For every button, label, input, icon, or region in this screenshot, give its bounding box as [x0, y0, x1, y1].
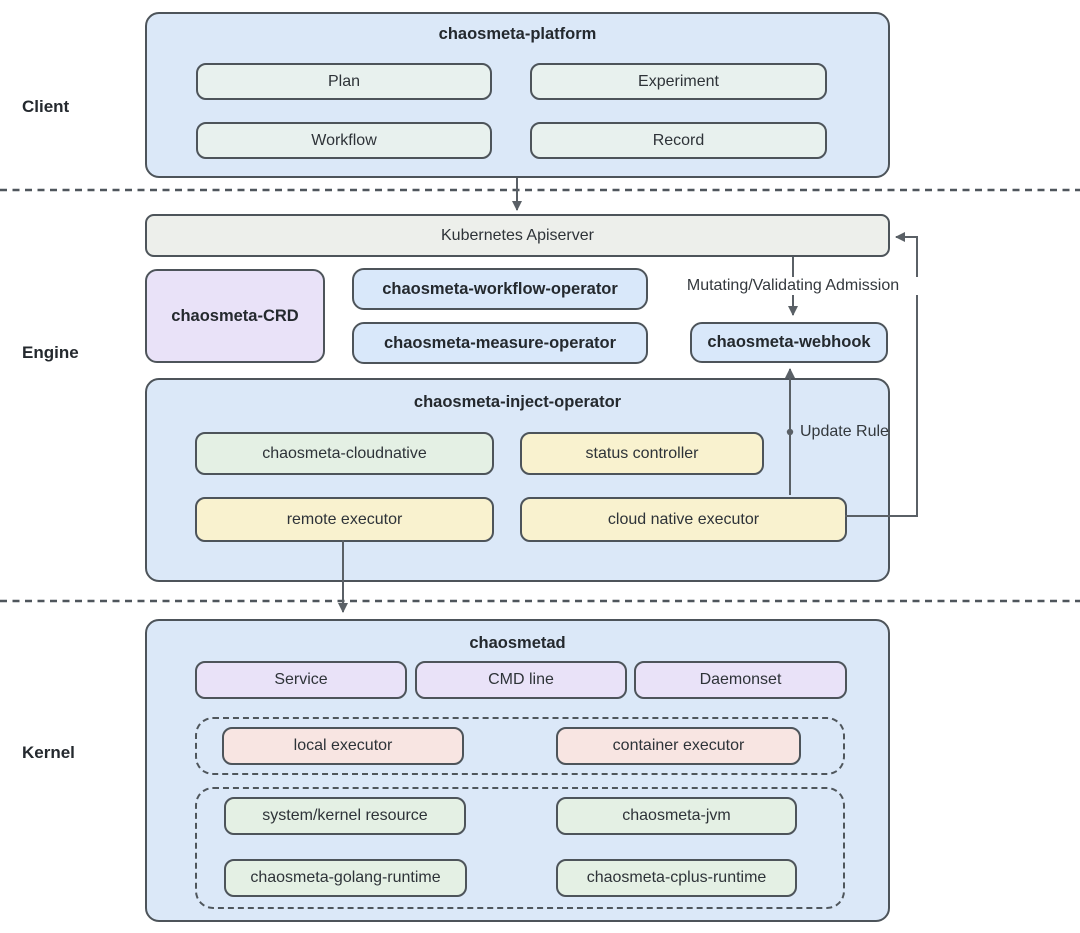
node-chaosmeta-crd: chaosmeta-CRD: [145, 269, 325, 363]
node-cmd-line: CMD line: [415, 661, 627, 699]
node-kubernetes-apiserver: Kubernetes Apiserver: [145, 214, 890, 257]
annotation-update-rule: Update Rule: [800, 423, 889, 440]
chaosmetad-container: chaosmetad Service CMD line Daemonset lo…: [145, 619, 890, 922]
node-container-executor: container executor: [556, 727, 801, 765]
executor-group: local executor container executor: [195, 717, 845, 775]
node-workflow-operator: chaosmeta-workflow-operator: [352, 268, 648, 310]
node-plan: Plan: [196, 63, 492, 100]
node-cplus-runtime: chaosmeta-cplus-runtime: [556, 859, 797, 897]
node-system-kernel-resource: system/kernel resource: [224, 797, 466, 835]
node-status-controller: status controller: [520, 432, 764, 475]
node-cloud-native-executor: cloud native executor: [520, 497, 847, 542]
layer-label-kernel: Kernel: [22, 743, 75, 762]
layer-label-engine: Engine: [22, 343, 79, 362]
annotation-admission: Mutating/Validating Admission: [663, 277, 923, 295]
node-golang-runtime: chaosmeta-golang-runtime: [224, 859, 467, 897]
platform-container: chaosmeta-platform Plan Experiment Workf…: [145, 12, 890, 178]
node-remote-executor: remote executor: [195, 497, 494, 542]
node-service: Service: [195, 661, 407, 699]
layer-label-client: Client: [22, 97, 70, 116]
chaosmetad-title: chaosmetad: [469, 634, 566, 652]
node-record: Record: [530, 122, 827, 159]
node-cloudnative: chaosmeta-cloudnative: [195, 432, 494, 475]
node-workflow: Workflow: [196, 122, 492, 159]
inject-operator-title: chaosmeta-inject-operator: [413, 393, 622, 411]
node-daemonset: Daemonset: [634, 661, 847, 699]
inject-operator-container: chaosmeta-inject-operator chaosmeta-clou…: [145, 378, 890, 582]
node-experiment: Experiment: [530, 63, 827, 100]
platform-title: chaosmeta-platform: [438, 25, 597, 43]
node-measure-operator: chaosmeta-measure-operator: [352, 322, 648, 364]
node-chaosmeta-jvm: chaosmeta-jvm: [556, 797, 797, 835]
node-local-executor: local executor: [222, 727, 464, 765]
node-webhook: chaosmeta-webhook: [690, 322, 888, 363]
capability-group: system/kernel resource chaosmeta-jvm cha…: [195, 787, 845, 909]
